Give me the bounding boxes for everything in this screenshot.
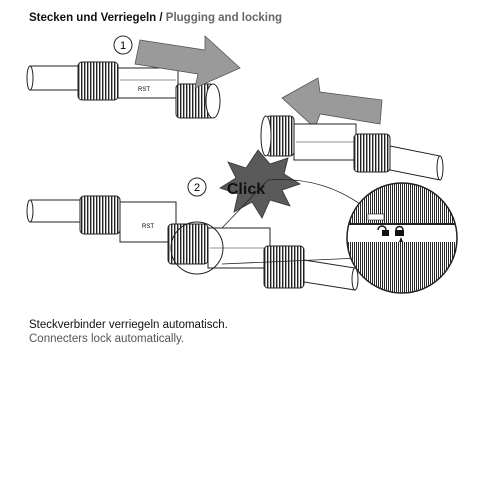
caption-german: Steckverbinder verriegeln automatisch. [29,319,228,331]
heading-german: Stecken und Verriegeln [29,12,157,24]
step-1-number: 1 [120,40,126,52]
heading-english: Plugging and locking [165,12,283,24]
click-label: Click [227,181,265,198]
plugging-locking-illustration: RST 1 RST Click 2 [26,35,458,294]
caption-english: Connecters lock automatically. [29,333,185,345]
locked-padlock-icon [395,225,404,236]
page-heading: Stecken und Verriegeln / Plugging and lo… [29,12,282,24]
connector-marking-1: RST [138,87,150,93]
left-connector-step1: RST [26,61,221,119]
step-2-number: 2 [194,182,200,194]
arrow-left-icon [281,77,383,129]
arrow-right-icon [134,35,241,89]
click-starburst-icon [219,149,301,219]
heading-separator: / [156,12,166,24]
connector-marking-2: RST [142,224,154,230]
lock-detail-magnifier [346,182,458,294]
right-connector-step1 [260,115,444,181]
lock-indicator-arrow-icon [399,237,403,242]
caption: Steckverbinder verriegeln automatisch. C… [29,318,228,346]
unlocked-padlock-icon [377,225,389,236]
mated-connector-step2: RST [26,195,359,291]
